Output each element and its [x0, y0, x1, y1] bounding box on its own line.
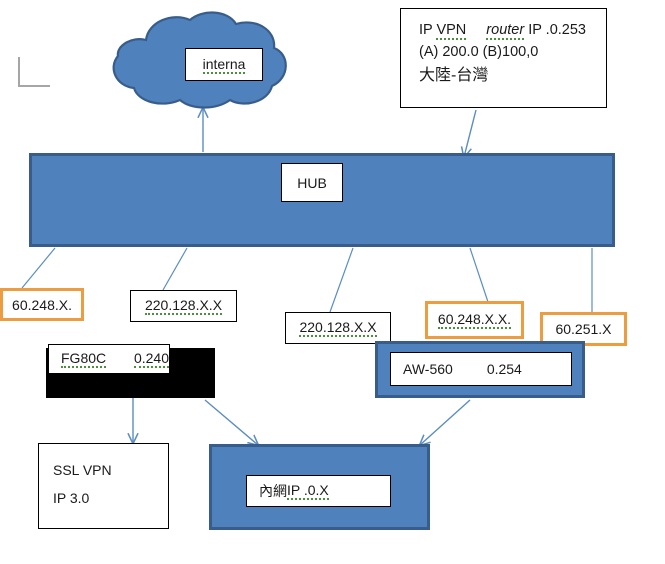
ip-label-60-248-x: 60.248.X.	[0, 288, 84, 321]
cloud-label-text: interna	[202, 55, 246, 74]
aw-560-label-box: AW-560 0.254	[390, 352, 572, 386]
page-corner-mark	[18, 57, 50, 87]
internal-network-label-ip: IP .0.X	[287, 482, 329, 500]
ssl-vpn-box: SSL VPN IP 3.0	[38, 443, 169, 529]
ssl-vpn-line-2: IP 3.0	[53, 490, 90, 506]
internal-network-label-cjk: 內網	[259, 483, 287, 499]
ip-label-220-128-left: 220.128.X.X	[130, 290, 237, 322]
hub-label-text: HUB	[297, 174, 327, 191]
internal-network-label-box: 內網 IP .0.X	[246, 475, 391, 507]
fg80c-label-box: FG80C 0.240	[48, 344, 170, 374]
ip-label-220-128-right: 220.128.X.X	[285, 312, 391, 344]
hub-label-box: HUB	[281, 163, 343, 202]
fg80c-model: FG80C	[61, 350, 107, 368]
aw-560-model: AW-560	[403, 361, 453, 377]
ip-label-60-248-xx: 60.248.X.X.	[425, 301, 524, 339]
vpn-note-line-3: 大陸-台灣	[419, 66, 489, 84]
ssl-vpn-line-1: SSL VPN	[53, 462, 112, 478]
aw-560-address: 0.254	[486, 361, 522, 377]
cloud-label-box: interna	[185, 48, 263, 81]
vpn-note-line-2: (A) 200.0 (B)100,0	[419, 44, 539, 61]
internet-cloud: interna	[88, 10, 293, 115]
fg80c-address: 0.240	[133, 350, 169, 368]
